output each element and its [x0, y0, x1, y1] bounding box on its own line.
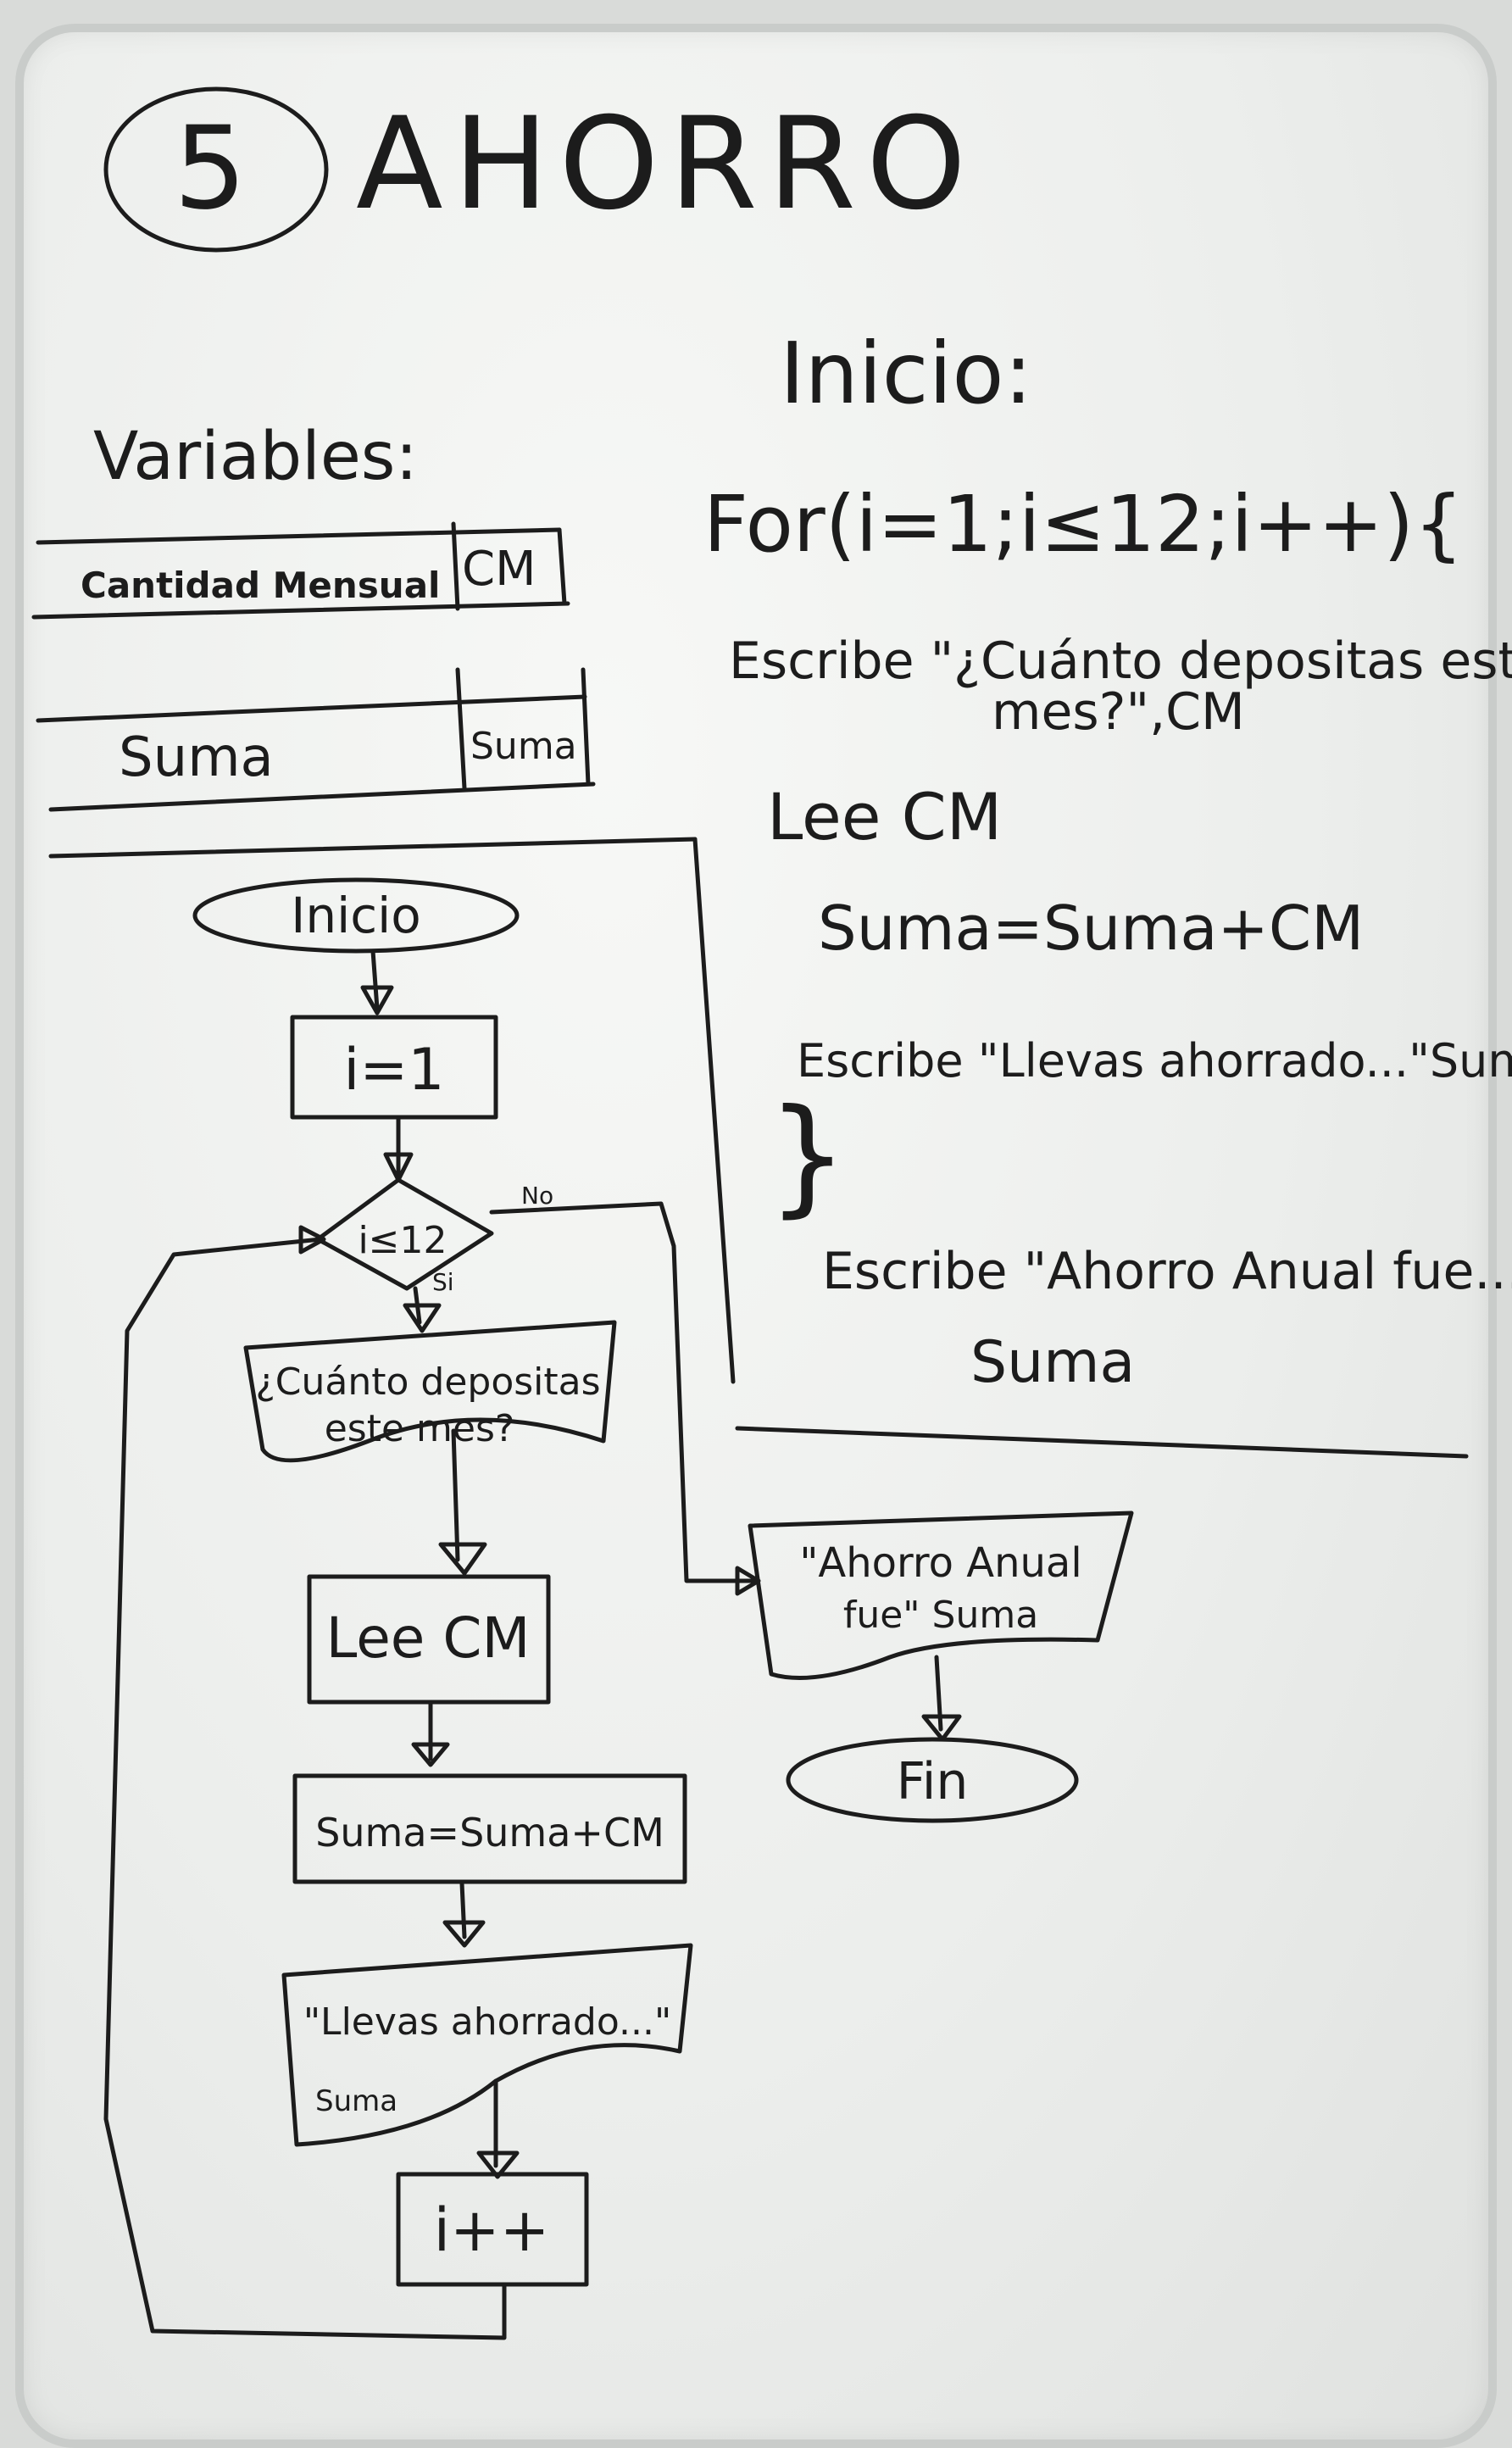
flowchart-increment-box: [396, 2172, 589, 2287]
flowchart-condition-label: i≤12: [358, 1219, 447, 1262]
flowchart-start-label: Inicio: [291, 887, 420, 944]
pseudo-write3-a: Escribe "Ahorro Anual fue...": [822, 1242, 1512, 1301]
flowchart-ask-label-a: ¿Cuánto depositas: [255, 1360, 600, 1404]
pseudo-assign: Suma=Suma+CM: [818, 893, 1364, 964]
pseudo-write1-a: Escribe "¿Cuánto depositas esté: [729, 631, 1512, 691]
flowchart-region-side-line: [692, 837, 736, 1384]
flowchart-assign-label: Suma=Suma+CM: [315, 1810, 664, 1855]
variables-table-line: [455, 667, 467, 791]
pseudocode-bottom-line: [735, 1426, 1469, 1459]
flowchart-read-label: Lee CM: [326, 1605, 531, 1671]
pseudo-close-brace: }: [767, 1082, 848, 1230]
variables-table-line: [31, 601, 570, 620]
flowchart-ask-label-b: este mes?: [325, 1407, 515, 1450]
arrowhead: [403, 1303, 442, 1333]
flow-arrow: [451, 1428, 460, 1562]
flowchart-read-box: [307, 1574, 551, 1705]
flowchart-init-label: i=1: [343, 1037, 444, 1104]
flow-arrow: [459, 1881, 467, 1939]
variables-table-line: [557, 527, 567, 606]
pseudo-read: Lee CM: [767, 779, 1002, 854]
pseudo-write1-b: mes?",CM: [992, 682, 1245, 742]
arrowhead: [438, 1542, 487, 1576]
variables-table-line: [36, 527, 562, 545]
flowchart-show-label-b: Suma: [315, 2084, 397, 2118]
arrowhead: [476, 2150, 520, 2179]
title-number: 5: [174, 102, 247, 235]
flow-arrow-loop: [103, 1237, 507, 2340]
variable-id-suma: Suma: [470, 725, 577, 768]
flowchart-end-label: Fin: [897, 1752, 969, 1811]
title-number-circle: [103, 86, 329, 253]
flowchart-start-terminal: [192, 877, 520, 954]
variables-table-line: [451, 521, 460, 611]
flowchart-init-box: [290, 1015, 498, 1120]
arrowhead: [442, 1920, 486, 1948]
arrowhead: [735, 1566, 761, 1596]
variable-name-cm: Cantidad Mensual: [81, 565, 440, 606]
arrowhead: [921, 1714, 962, 1742]
pseudo-for: For(i=1;i≤12;i++){: [703, 479, 1464, 570]
arrowhead: [360, 985, 394, 1015]
flowchart-no-label: No: [521, 1182, 553, 1210]
variables-table-line: [48, 782, 596, 812]
flowchart-ask-display: [243, 1320, 617, 1463]
variables-table-line: [581, 667, 591, 787]
flowchart-final-label-b: fue" Suma: [843, 1594, 1038, 1637]
flowchart-final-display: [748, 1511, 1134, 1680]
flow-arrow: [370, 949, 380, 1011]
variables-heading: Variables:: [93, 419, 418, 495]
pseudo-write2: Escribe "Llevas ahorrado..."Suma: [797, 1034, 1512, 1088]
arrowhead: [411, 1742, 450, 1767]
flowchart-assign-box: [292, 1773, 687, 1884]
variable-name-suma: Suma: [119, 726, 274, 789]
flowchart-region-top-line: [48, 837, 698, 859]
title-text: AHORRO: [356, 91, 976, 238]
arrowhead: [298, 1225, 326, 1255]
flow-arrow-no: [489, 1201, 757, 1583]
variables-table-line: [36, 694, 587, 723]
flowchart-end-terminal: [786, 1737, 1079, 1823]
flowchart-increment-label: i++: [434, 2195, 550, 2265]
arrowhead: [383, 1152, 414, 1182]
variable-id-cm: CM: [462, 542, 536, 597]
flowchart-show-label-a: "Llevas ahorrado...": [303, 2000, 671, 2044]
whiteboard: [15, 24, 1497, 2448]
flowchart-decision: [315, 1177, 494, 1291]
flowchart-yes-label: Si: [432, 1268, 454, 1296]
pseudo-start: Inicio:: [780, 324, 1032, 423]
pseudo-write3-b: Suma: [970, 1329, 1135, 1396]
flowchart-final-label-a: "Ahorro Anual: [799, 1539, 1081, 1587]
